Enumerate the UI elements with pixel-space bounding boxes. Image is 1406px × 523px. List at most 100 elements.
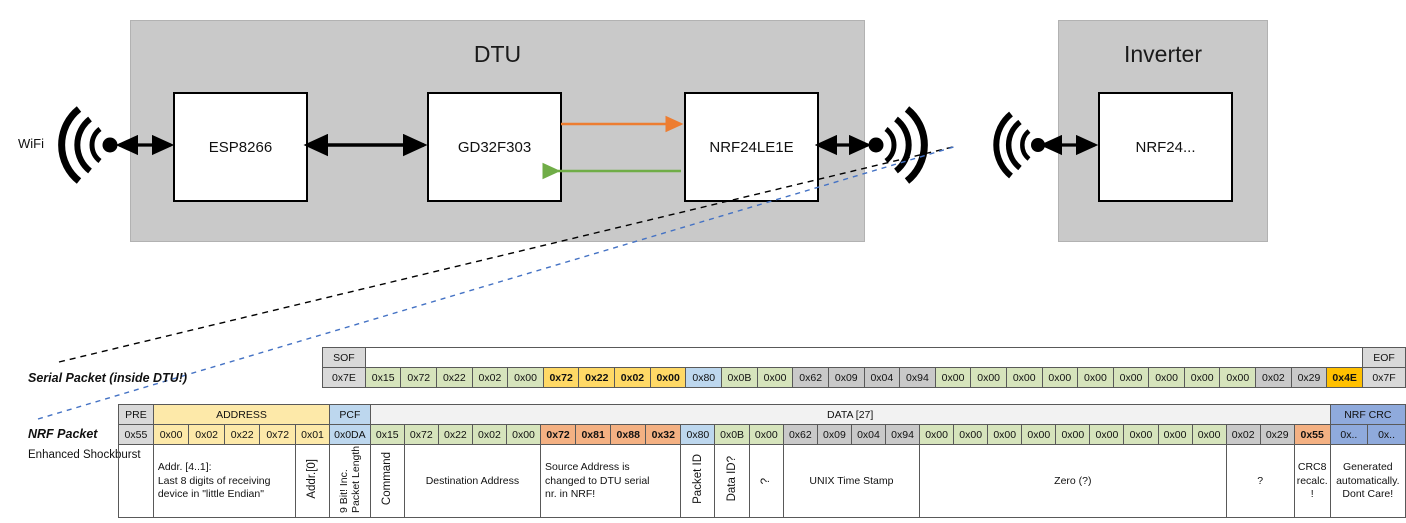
nrf-desc-data-id: Data ID? [714,443,750,519]
nrf-byte-12: 0x62 [782,424,818,445]
nrf-byte-5: 0x72 [540,424,577,445]
nrf-desc-command: Command [369,443,405,519]
nrf-address-byte-2: 0x22 [223,424,261,445]
nrf-byte-25: 0x02 [1225,424,1261,445]
serial-byte-20: 0x00 [1077,367,1114,388]
serial-byte-7: 0x02 [614,367,651,388]
nrf-byte-11: 0x00 [748,424,784,445]
nrf-byte-26: 0x29 [1259,424,1295,445]
nrf-desc-packet-id: Packet ID [680,443,716,519]
nrf-pre-value: 0x55 [118,424,154,445]
serial-byte-18: 0x00 [1005,367,1043,388]
serial-byte-14: 0x04 [863,367,901,388]
nrf-crc-byte-1: 0x.. [1367,424,1406,445]
nrf-byte-14: 0x04 [850,424,887,445]
serial-byte-16: 0x00 [934,367,972,388]
nrf-byte-17: 0x00 [953,424,989,445]
serial-byte-11: 0x00 [756,367,794,388]
nrf-address-byte-3: 0x72 [259,424,296,445]
nrf-desc-unknown-2: ? [1225,443,1295,519]
serial-byte-9: 0x80 [685,367,723,388]
nrf-desc-addr0: Addr.[0] [294,443,331,519]
packet-tables: Serial Packet (inside DTU!) NRF Packet E… [0,330,1406,523]
serial-header-gap [364,347,1364,368]
serial-byte-8: 0x00 [649,367,687,388]
nrf-byte-24: 0x00 [1191,424,1227,445]
nrf-packet-label: NRF Packet [28,427,98,441]
serial-byte-21: 0x00 [1112,367,1150,388]
nrf-byte-4: 0x00 [505,424,542,445]
serial-byte-27: 0x4E [1326,367,1364,388]
nrf-byte-1: 0x72 [403,424,439,445]
serial-byte-13: 0x09 [827,367,865,388]
inverter-title: Inverter [1124,41,1202,67]
serial-byte-24: 0x00 [1219,367,1257,388]
serial-byte-3: 0x02 [471,367,509,388]
nrf-pre-header: PRE [118,404,154,425]
nrf-address-byte-1: 0x02 [188,424,225,445]
nrf-address-byte-4: 0x01 [294,424,331,445]
serial-packet-label: Serial Packet (inside DTU!) [28,371,188,385]
nrf-desc-pre-gap [118,443,154,519]
nrf-byte-16: 0x00 [919,424,955,445]
nrf-byte-27: 0x55 [1293,424,1331,445]
serial-byte-0: 0x15 [364,367,402,388]
nrf-byte-3: 0x02 [471,424,507,445]
nrf-byte-15: 0x94 [884,424,921,445]
chip-nrf24: NRF24... [1098,92,1233,202]
serial-byte-26: 0x29 [1290,367,1328,388]
nrf-byte-21: 0x00 [1089,424,1125,445]
nrf-desc-zero: Zero (?) [919,443,1227,519]
nrf-data-header: DATA [27] [369,404,1331,425]
nrf-desc-unknown-1: ? [748,443,784,519]
serial-eof-header: EOF [1362,347,1406,368]
nrf-byte-22: 0x00 [1123,424,1159,445]
nrf-pcf-header: PCF [329,404,371,425]
serial-byte-25: 0x02 [1255,367,1292,388]
serial-byte-15: 0x94 [899,367,936,388]
serial-byte-19: 0x00 [1041,367,1079,388]
dtu-title: DTU [473,41,522,67]
nrf-byte-7: 0x88 [610,424,647,445]
nrf-byte-23: 0x00 [1157,424,1193,445]
nrf-crc-header: NRF CRC [1329,404,1406,425]
serial-byte-5: 0x72 [542,367,580,388]
nrf-desc-pcf: 9 Bit! Inc. Packet Length [329,443,371,519]
serial-sof-value: 0x7E [322,367,366,388]
serial-byte-6: 0x22 [578,367,616,388]
block-diagram: DTU Inverter ESP8266 GD32F303 NRF24LE1E … [18,20,1268,242]
serial-eof-value: 0x7F [1362,367,1406,388]
diagram-arrows [58,106,1099,184]
enhanced-shockburst-label: Enhanced Shockburst [28,449,141,461]
chip-nrf24-label: NRF24... [1135,138,1196,156]
nrf-byte-20: 0x00 [1055,424,1091,445]
nrf-byte-0: 0x15 [369,424,405,445]
serial-byte-23: 0x00 [1183,367,1221,388]
serial-byte-2: 0x22 [436,367,473,388]
nrf-byte-13: 0x09 [816,424,852,445]
nrf-desc-unix-time: UNIX Time Stamp [782,443,921,519]
inverter-antenna-icon [993,111,1045,179]
wifi-antenna-icon [58,106,118,184]
nrf-byte-18: 0x00 [987,424,1023,445]
nrf-address-header: ADDRESS [152,404,331,425]
serial-byte-10: 0x0B [721,367,758,388]
serial-byte-17: 0x00 [970,367,1007,388]
nrf-byte-2: 0x22 [437,424,473,445]
nrf-byte-6: 0x81 [575,424,612,445]
nrf-byte-10: 0x0B [714,424,750,445]
serial-byte-12: 0x62 [792,367,829,388]
nrf-pcf-value: 0x0DA [329,424,371,445]
serial-sof-header: SOF [322,347,366,368]
nrf-byte-19: 0x00 [1021,424,1057,445]
nrf-crc-byte-0: 0x.. [1329,424,1369,445]
nrf-address-byte-0: 0x00 [152,424,190,445]
serial-byte-22: 0x00 [1148,367,1185,388]
serial-byte-4: 0x00 [507,367,544,388]
